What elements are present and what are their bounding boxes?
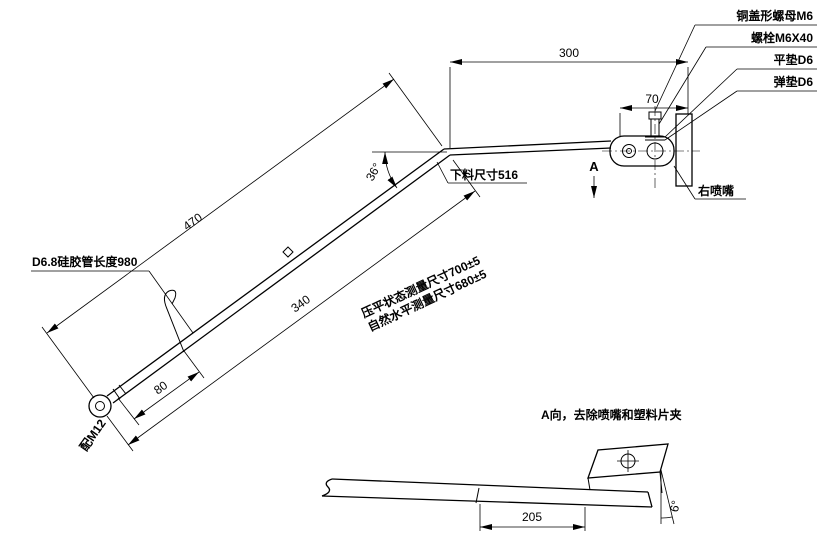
dimension-470: 470 [41,72,443,399]
nozzle-hole-inner [626,148,632,154]
dimension-205: 205 [479,504,586,531]
angle-36: 36° [363,151,447,189]
plastic-clip-hook [163,289,185,353]
measurement-notes: 压平状态测量尺寸700±5 自然水平测量尺寸680±5 [359,252,489,334]
view-a-letter: A [589,159,599,174]
collar-tick-2 [118,384,127,395]
view-a-bracket-plate [587,443,669,479]
view-a-detail: A向，去除喷嘴和塑料片夹 205 6° [321,407,683,531]
note-cut-size: 下料尺寸516 [450,167,518,182]
view-a-tube-bottom [321,495,653,508]
tube-break-symbol [321,478,333,497]
eyelet-outer [88,394,112,418]
dimension-300: 300 [449,46,689,148]
dimension-80: 80 [117,350,205,426]
dimension-70: 70 [619,92,688,137]
parts-label-flat-washer: 平垫D6 [774,52,814,67]
parts-leader-lines [654,24,738,141]
angle-6: 6° [660,469,683,525]
note-right-nozzle: 右喷嘴 [697,183,734,198]
tube-top-edge-lower [449,147,612,156]
angle-36-value: 36° [363,160,384,183]
note-fit-m12: 配M12 [76,416,109,454]
view-a-title: A向，去除喷嘴和塑料片夹 [541,407,682,422]
collar-tick-1 [112,388,121,400]
cap-nut [648,111,662,120]
tube-assembly [88,140,612,418]
nozzle-assembly [602,106,700,190]
dim-70-value: 70 [645,92,659,106]
view-a-tube-end [647,491,653,508]
parts-label-spring-washer: 弹垫D6 [774,74,814,89]
angle-6-value: 6° [667,499,683,513]
dim-205-value: 205 [522,510,542,524]
view-a-feature-tick [475,487,480,504]
parts-label-cap-nut: 铜盖形螺母M6 [736,8,813,23]
tube-top-edge-upper [443,140,612,150]
parts-label-bolt: 螺栓M6X40 [751,30,813,45]
dim-470-value: 470 [180,210,205,233]
note-silicone-tube: D6.8硅胶管长度980 [32,254,138,269]
tube-edge-upper [106,148,445,397]
position-mark [282,246,294,258]
tube-edge-lower [112,154,451,404]
mounting-wall-section [675,113,693,187]
parts-list: 铜盖形螺母M6 螺栓M6X40 平垫D6 弹垫D6 [654,8,817,141]
eyelet-hole [95,401,105,411]
view-a-tube-top [331,478,649,493]
dim-300-value: 300 [559,46,579,60]
bolt-hole [646,142,664,160]
nozzle-hole-outer [622,144,636,158]
nozzle-bracket [609,135,675,167]
